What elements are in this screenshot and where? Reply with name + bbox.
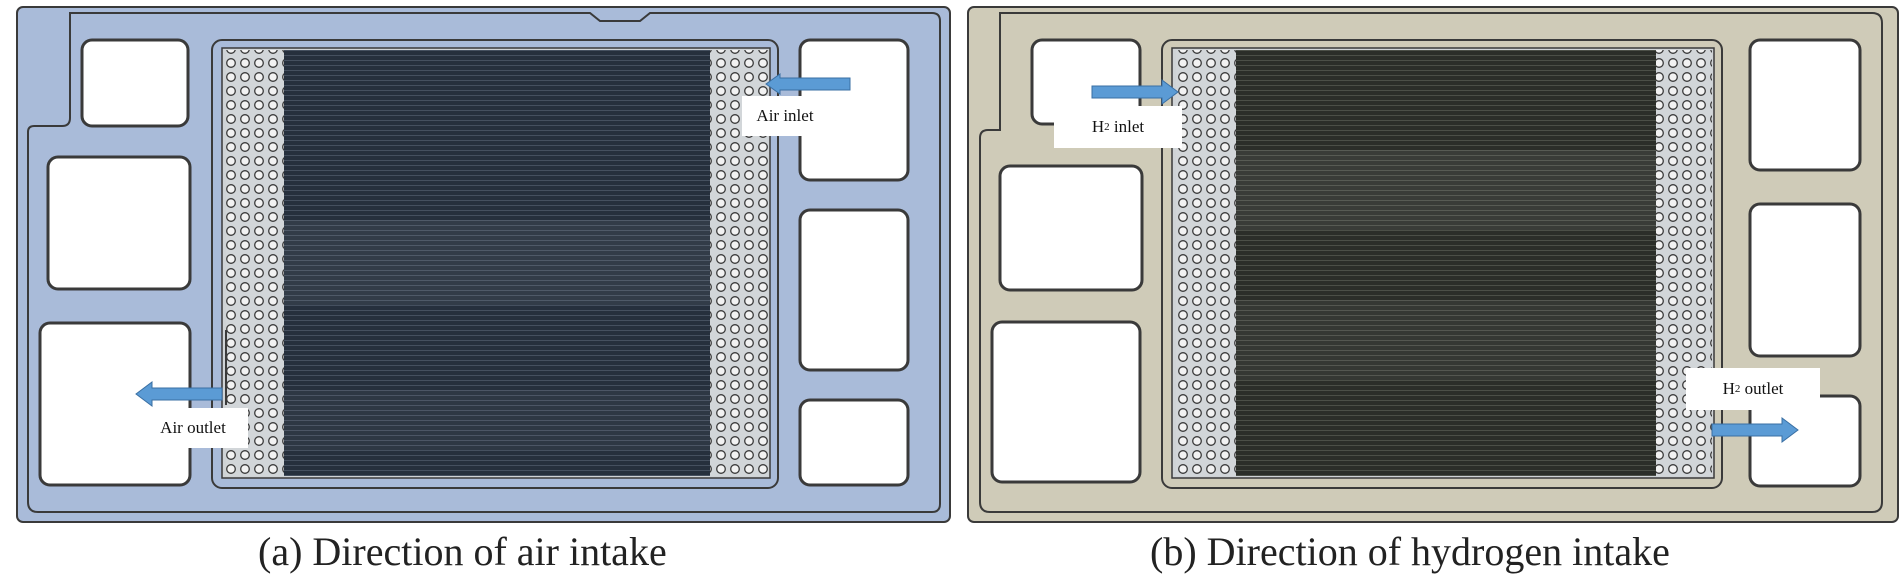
manifold-port xyxy=(46,155,192,291)
flow-channels-shade xyxy=(284,390,710,450)
manifold-port xyxy=(1748,202,1862,358)
h2-symbol: H xyxy=(1722,379,1735,398)
inlet-word: inlet xyxy=(1109,117,1145,136)
manifold-port xyxy=(80,38,190,128)
plate-outline-groove xyxy=(979,12,1883,513)
air-inlet-label: Air inlet xyxy=(742,96,828,136)
h2-symbol: H xyxy=(1091,117,1105,136)
h2-subscript: 2 xyxy=(1734,383,1741,395)
caption-hydrogen-intake: (b) Direction of hydrogen intake xyxy=(1150,529,1670,574)
outlet-word: outlet xyxy=(1740,379,1784,398)
caption-air-intake: (a) Direction of air intake xyxy=(258,529,667,574)
distribution-holes-left xyxy=(1176,50,1236,476)
flow-channels-shade xyxy=(1236,150,1656,230)
manifold-port xyxy=(998,164,1144,292)
distribution-holes-left xyxy=(226,50,284,476)
manifold-port xyxy=(798,208,910,372)
plate-outline-groove xyxy=(27,12,941,513)
h2-subscript: 2 xyxy=(1104,121,1110,133)
air-outlet-arrow xyxy=(135,381,223,407)
active-area-frame xyxy=(211,39,779,489)
air-inlet-arrow xyxy=(765,73,851,95)
hydrogen-outlet-arrow xyxy=(1711,417,1799,443)
flow-channels xyxy=(284,50,710,476)
distribution-holes-right xyxy=(1656,50,1712,476)
manifold-port xyxy=(38,321,192,487)
manifold-port xyxy=(990,320,1142,484)
manifold-port xyxy=(1748,38,1862,172)
flow-channels xyxy=(1236,50,1656,476)
panel-air-intake xyxy=(16,6,951,523)
flow-channels-shade xyxy=(1236,300,1656,380)
air-outlet-label: Air outlet xyxy=(138,408,248,448)
panel-hydrogen-intake xyxy=(967,6,1899,523)
active-area-frame xyxy=(1161,39,1723,489)
hydrogen-inlet-arrow xyxy=(1091,79,1179,105)
manifold-port xyxy=(798,398,910,487)
flow-channels-shade xyxy=(284,220,710,305)
